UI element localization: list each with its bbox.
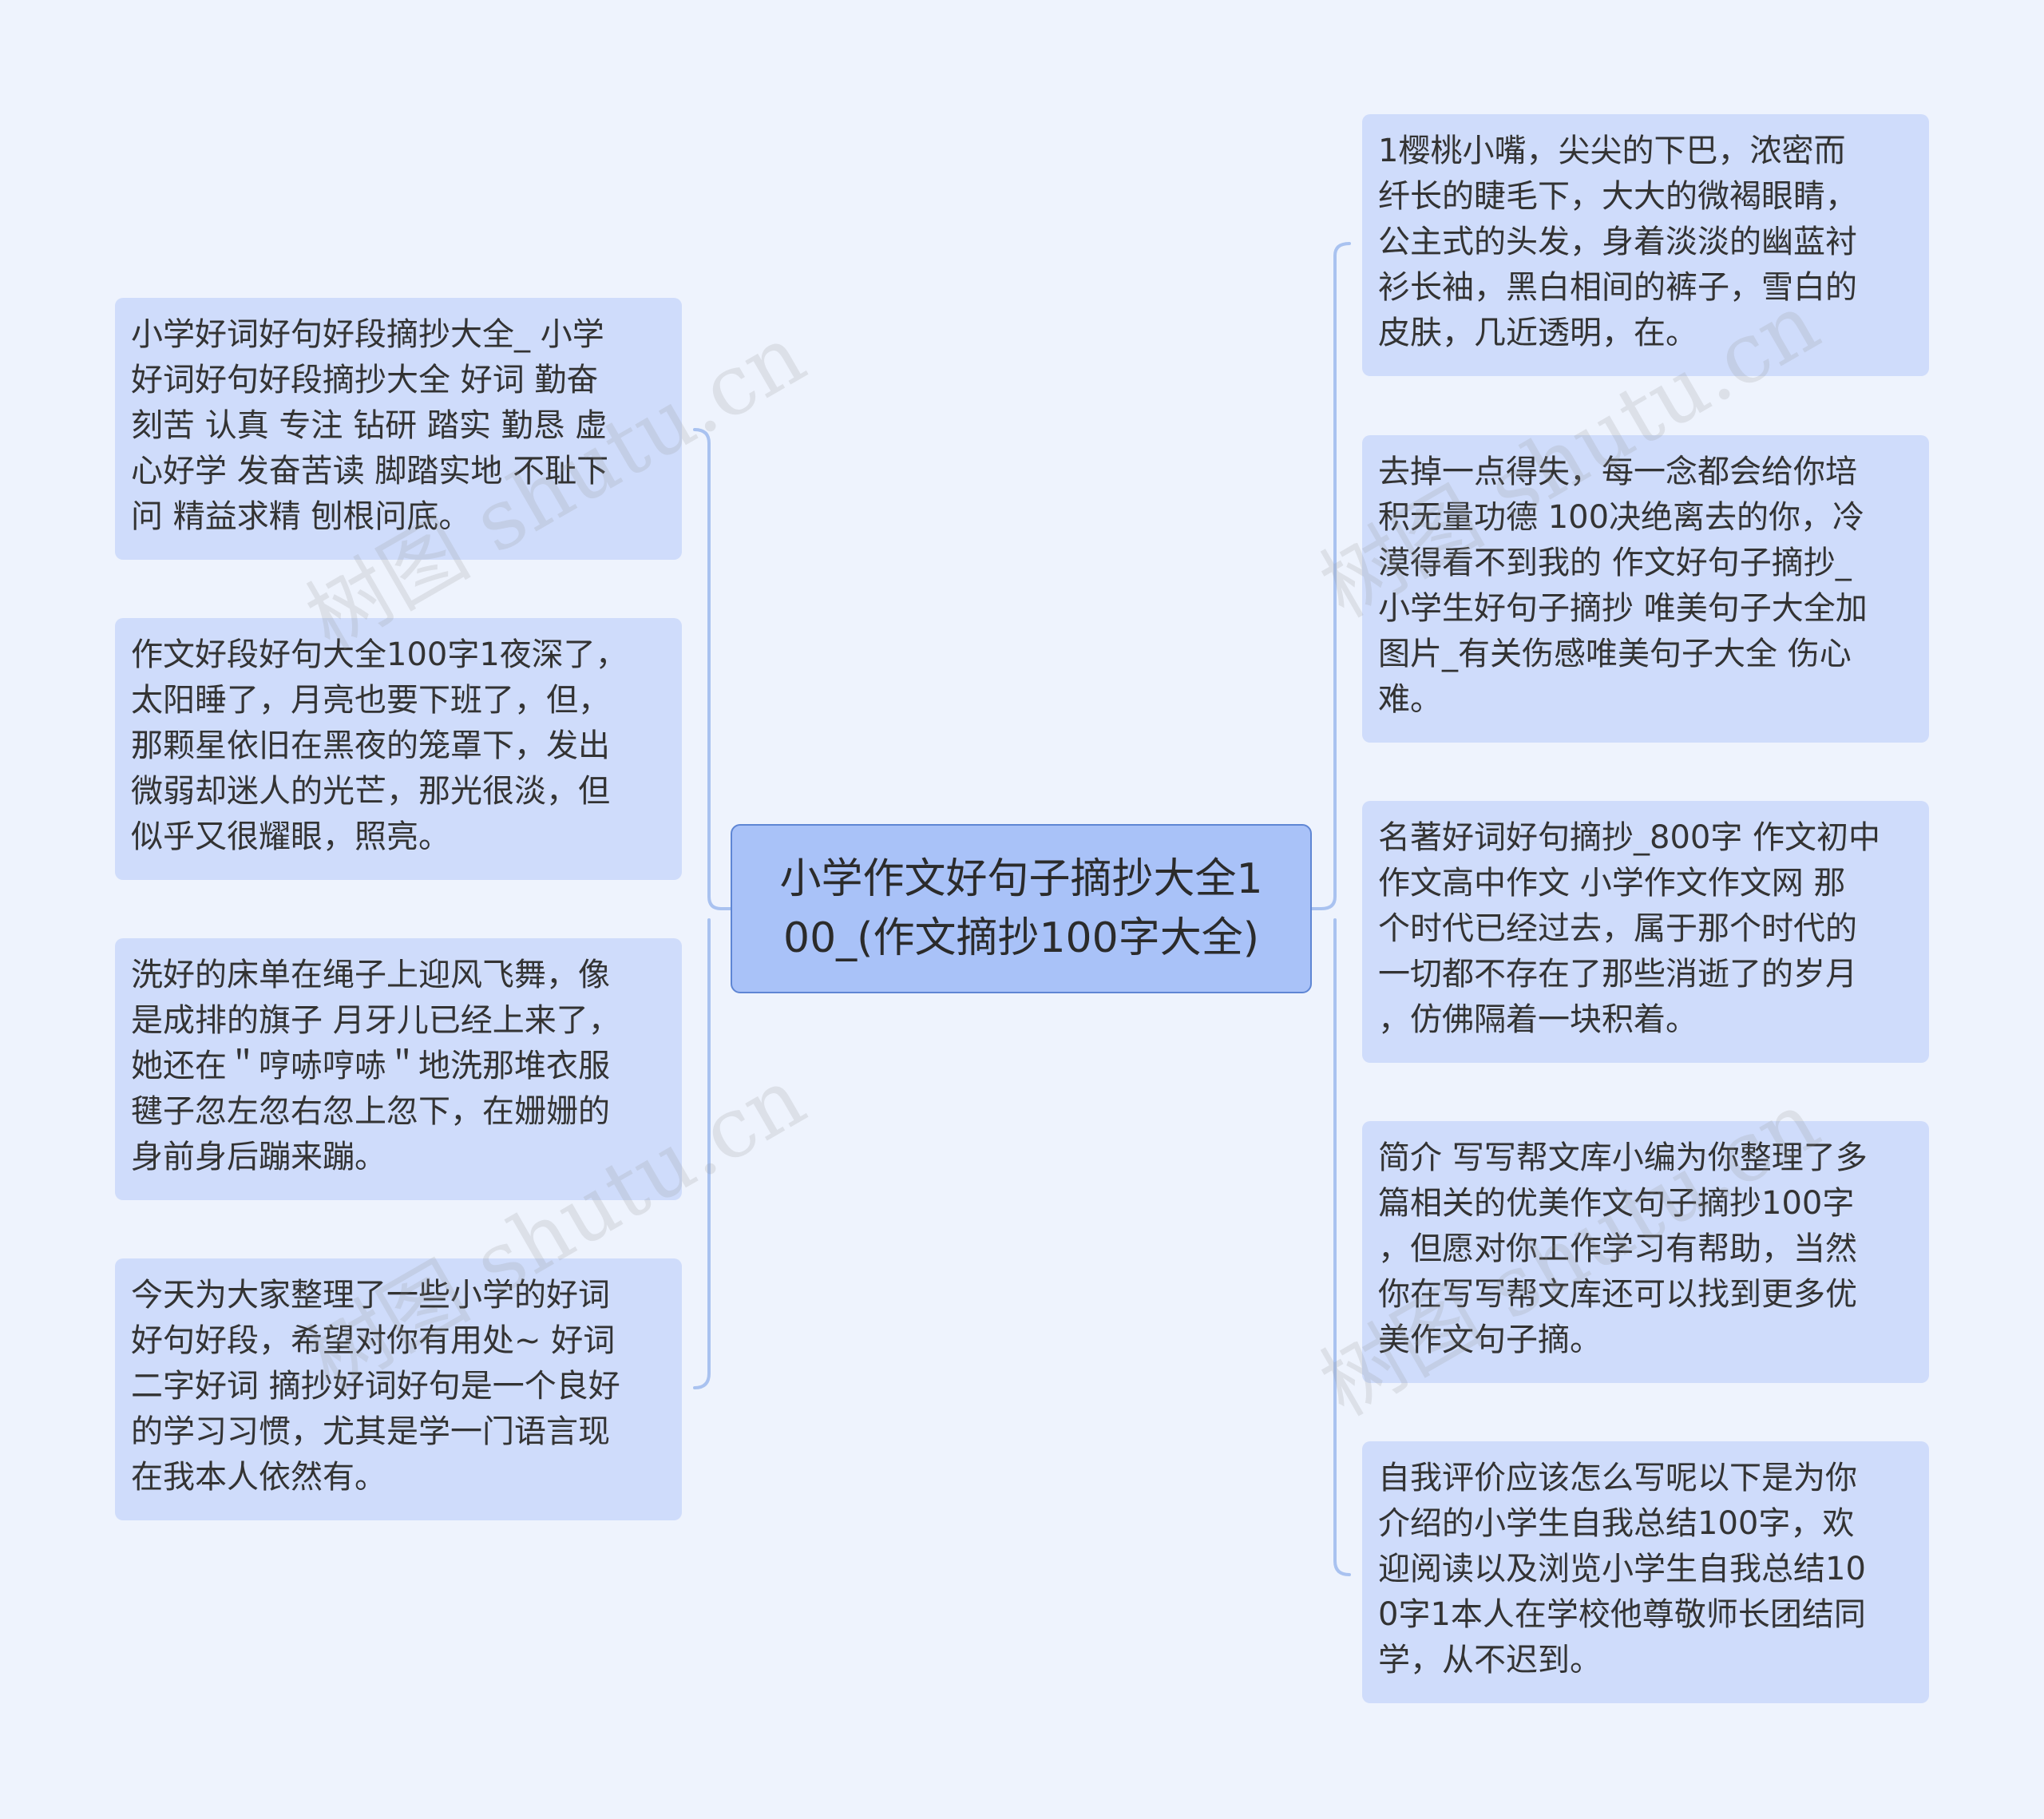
left-topic-2[interactable]: 作文好段好句大全100字1夜深了， 太阳睡了，月亮也要下班了，但， 那颗星依旧在… — [115, 618, 682, 880]
left-topic-3[interactable]: 洗好的床单在绳子上迎风飞舞，像 是成排的旗子 月牙儿已经上来了， 她还在＂哼哧哼… — [115, 938, 682, 1200]
right-topic-1[interactable]: 1樱桃小嘴，尖尖的下巴，浓密而 纤长的睫毛下，大大的微褐眼睛， 公主式的头发，身… — [1362, 114, 1929, 376]
central-topic[interactable]: 小学作文好句子摘抄大全1 00_(作文摘抄100字大全) — [731, 824, 1312, 993]
right-topic-4[interactable]: 简介 写写帮文库小编为你整理了多 篇相关的优美作文句子摘抄100字 ，但愿对你工… — [1362, 1121, 1929, 1383]
left-bracket-connector — [693, 428, 732, 1389]
right-topic-2[interactable]: 去掉一点得失，每一念都会给你培 积无量功德 100决绝离去的你，冷 漠得看不到我… — [1362, 435, 1929, 743]
right-topic-3[interactable]: 名著好词好句摘抄_800字 作文初中 作文高中作文 小学作文作文网 那 个时代已… — [1362, 801, 1929, 1063]
right-bracket-connector — [1310, 242, 1351, 1576]
left-topic-4[interactable]: 今天为大家整理了一些小学的好词 好句好段，希望对你有用处~ 好词 二字好词 摘抄… — [115, 1258, 682, 1520]
right-topic-5[interactable]: 自我评价应该怎么写呢以下是为你 介绍的小学生自我总结100字，欢 迎阅读以及浏览… — [1362, 1441, 1929, 1703]
left-topic-1[interactable]: 小学好词好句好段摘抄大全_ 小学 好词好句好段摘抄大全 好词 勤奋 刻苦 认真 … — [115, 298, 682, 560]
